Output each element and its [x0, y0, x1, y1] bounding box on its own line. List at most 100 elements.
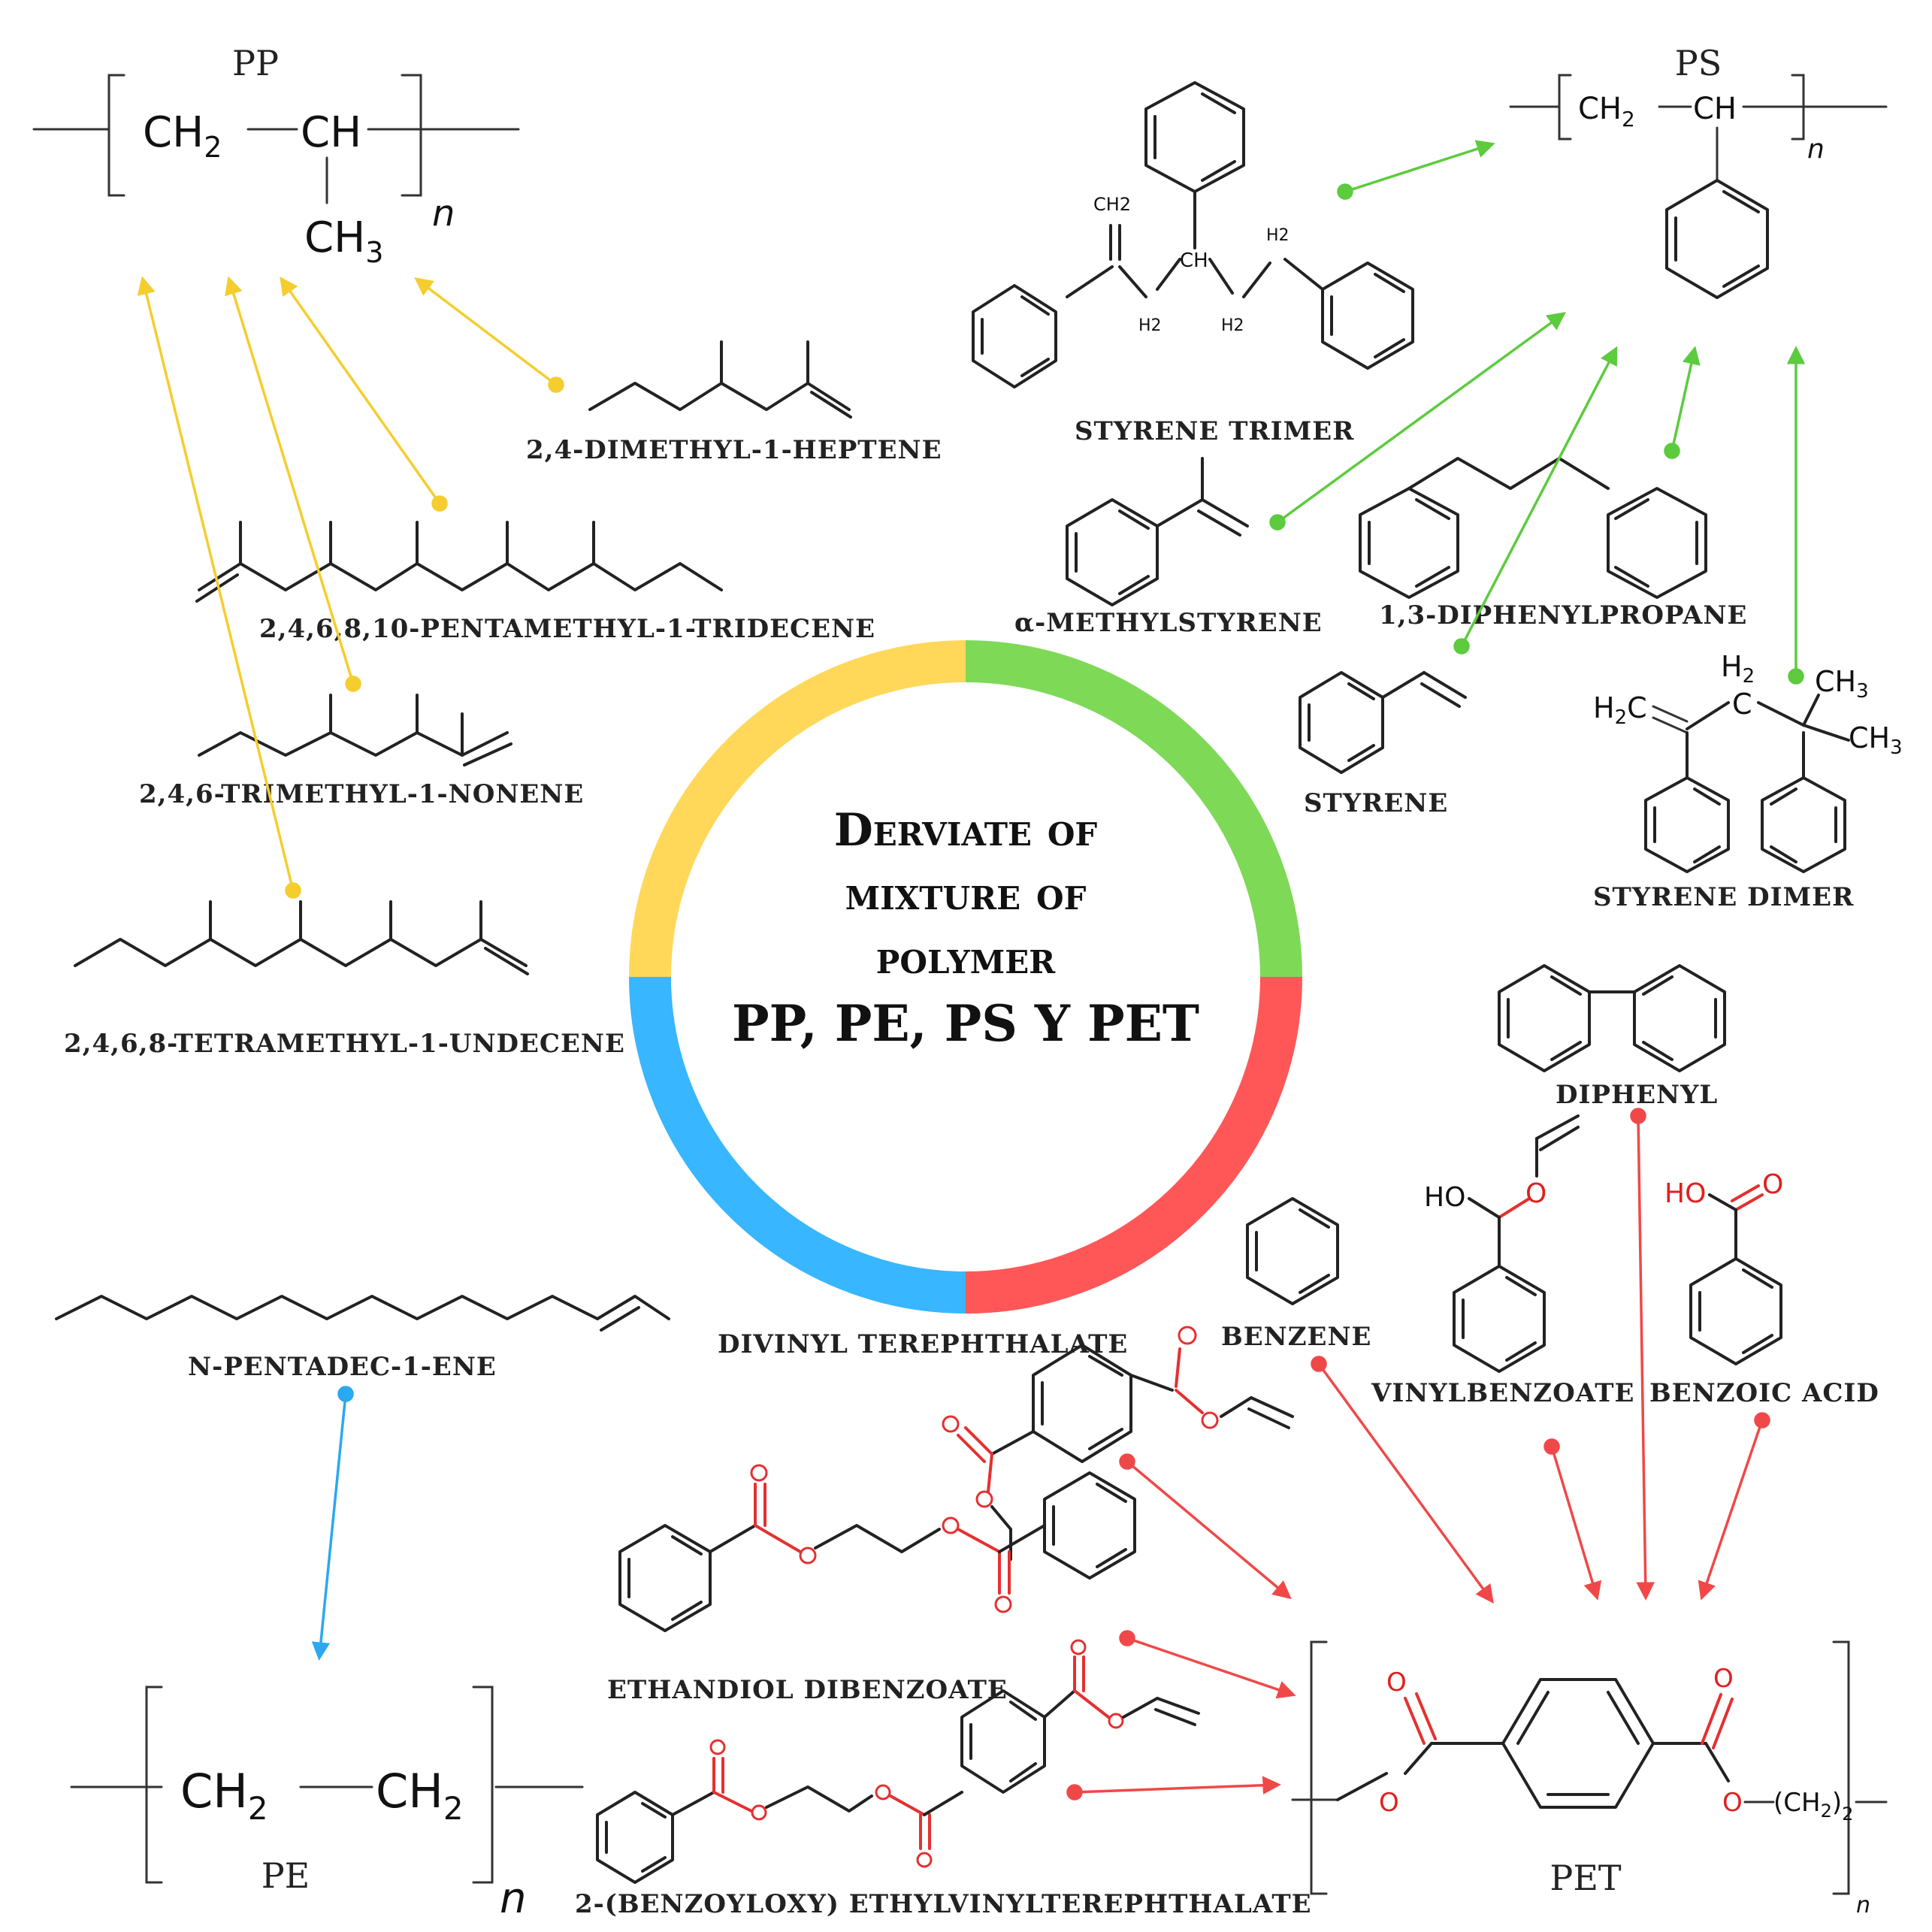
- arrow-styrene-trimer-to-ps: [1344, 140, 1495, 193]
- compound-tetramethylundecene: 2,4,6,8-TETRAMETHYL-1-UNDECENE: [64, 900, 625, 1059]
- label-divinyl-terephthalate: DIVINYL TEREPHTHALATE: [718, 1329, 1128, 1359]
- compound-benzene: BENZENE: [1221, 1197, 1371, 1352]
- compound-pentamethyltridecene: 2,4,6,8,10-PENTAMETHYL-1-TRIDECENE: [195, 521, 875, 644]
- pp-structure: PP CH2 CH CH3 n: [32, 43, 520, 269]
- label-benzoyloxy: 2-(BENZOYLOXY) ETHYLVINYLTEREPHTHALATE: [575, 1889, 1312, 1919]
- label-methylstyrene: α-METHYLSTYRENE: [1014, 608, 1323, 638]
- arrow-styrene-to-ps: [1460, 346, 1618, 647]
- arrow-ethandiol-dibenzoate-to-pet: [1126, 1637, 1296, 1699]
- compound-ethandiol-dibenzoate: ETHANDIOL DIBENZOATE: [607, 1464, 1136, 1705]
- dimer-ch3-b: CH3: [1849, 721, 1903, 759]
- compound-divinyl-terephthalate: DIVINYL TEREPHTHALATE: [718, 1326, 1294, 1561]
- label-trimethylnonene: 2,4,6-TRIMETHYL-1-NONENE: [139, 779, 584, 809]
- label-styrene-dimer: STYRENE DIMER: [1593, 882, 1854, 912]
- compound-pentadecene: N-PENTADEC-1-ENE: [55, 1295, 670, 1382]
- vb-ho: HO: [1424, 1182, 1465, 1213]
- pp-ch: CH: [301, 108, 361, 157]
- center-title-line-2: mixture of: [845, 868, 1087, 921]
- dimer-h2c: H2C: [1593, 691, 1647, 729]
- label-pentadecene: N-PENTADEC-1-ENE: [188, 1352, 497, 1382]
- trimer-h2-c: H2: [1266, 226, 1290, 245]
- ps-n: n: [1807, 134, 1825, 165]
- pp-arrows: [137, 276, 564, 899]
- arrow-pentamethyltridecene-to-pp: [280, 276, 441, 505]
- ring-segment-pet: [965, 976, 1302, 1314]
- pe-label: PE: [262, 1855, 310, 1896]
- compound-benzoic-acid: HO O BENZOIC ACID: [1649, 1169, 1879, 1408]
- label-diphenylpropane: 1,3-DIPHENYLPROPANE: [1379, 600, 1747, 630]
- pp-n: n: [432, 192, 455, 234]
- compound-diphenyl: DIPHENYL: [1498, 964, 1726, 1110]
- center-title: Derviate of mixture of polymer PP, PE, P…: [732, 804, 1199, 1053]
- pet-structure: O O O O (CH2)2 PET n: [1291, 1640, 1888, 1918]
- arrow-benzoic-acid-to-pet: [1698, 1420, 1764, 1601]
- compound-dimethylheptene: 2,4-DIMETHYL-1-HEPTENE: [526, 340, 942, 465]
- trimer-h2-a: H2: [1138, 316, 1162, 335]
- pet-ch2-group: (CH2)2: [1773, 1788, 1853, 1825]
- compound-diphenylpropane: 1,3-DIPHENYLPROPANE: [1359, 457, 1747, 630]
- pe-arrows: [311, 1386, 354, 1661]
- pet-o-left-single: O: [1379, 1788, 1399, 1818]
- compound-styrene-dimer: H2C H2 C CH3 CH3 STYRENE DIMER: [1593, 650, 1903, 912]
- ps-label: PS: [1675, 43, 1722, 83]
- pp-ch3: CH3: [304, 213, 383, 269]
- dimer-ch3-a: CH3: [1815, 665, 1869, 703]
- center-title-line-4: PP, PE, PS Y PET: [732, 994, 1199, 1053]
- label-tetramethylundecene: 2,4,6,8-TETRAMETHYL-1-UNDECENE: [64, 1029, 625, 1059]
- label-ethandiol-dibenzoate: ETHANDIOL DIBENZOATE: [607, 1675, 1008, 1705]
- label-styrene: STYRENE: [1304, 788, 1448, 818]
- ba-ho: HO: [1664, 1178, 1706, 1209]
- pp-ch2: CH2: [143, 108, 222, 164]
- arrow-methylstyrene-to-ps: [1276, 312, 1566, 524]
- pe-structure: CH2 CH2 PE n: [70, 1686, 584, 1923]
- ps-structure: PS CH2 CH n: [1509, 43, 1888, 299]
- label-benzoic-acid: BENZOIC ACID: [1649, 1378, 1879, 1408]
- ps-ch: CH: [1693, 92, 1737, 126]
- pet-o-left-double: O: [1386, 1667, 1407, 1698]
- compound-trimethylnonene: 2,4,6-TRIMETHYL-1-NONENE: [139, 694, 584, 809]
- arrow-tetramethylundecene-to-pp: [137, 276, 295, 891]
- arrow-pentadecene-to-pe: [311, 1393, 347, 1661]
- trimer-ch2: CH2: [1093, 194, 1131, 215]
- vb-o: O: [1525, 1178, 1547, 1209]
- arrow-benzene-to-pet: [1317, 1362, 1494, 1604]
- arrow-trimethylnonene-to-pp: [225, 276, 355, 685]
- pet-o-right-double: O: [1713, 1664, 1734, 1694]
- arrow-benzoyloxy-to-pet: [1074, 1776, 1281, 1794]
- compound-vinylbenzoate: HO O VINYLBENZOATE: [1371, 1114, 1634, 1408]
- pet-o-right-single: O: [1722, 1788, 1743, 1818]
- label-diphenyl: DIPHENYL: [1556, 1080, 1718, 1110]
- ba-o: O: [1762, 1169, 1783, 1200]
- pet-n: n: [1856, 1892, 1870, 1918]
- trimer-h2-b: H2: [1221, 316, 1244, 335]
- compound-methylstyrene: α-METHYLSTYRENE: [1014, 457, 1323, 638]
- arrow-diphenyl-to-pet: [1636, 1115, 1655, 1601]
- label-benzene: BENZENE: [1221, 1322, 1371, 1352]
- ring-segment-ps: [965, 640, 1302, 978]
- pet-arrows: [1066, 1108, 1770, 1800]
- arrow-divinyl-terephthalate-to-pet: [1126, 1460, 1292, 1600]
- label-pentamethyltridecene: 2,4,6,8,10-PENTAMETHYL-1-TRIDECENE: [259, 614, 875, 644]
- arrow-diphenylpropane-to-ps: [1670, 346, 1701, 452]
- pe-ch2-b: CH2: [376, 1764, 464, 1827]
- dimer-c: C: [1732, 688, 1752, 721]
- dimer-h2: H2: [1721, 650, 1755, 688]
- pet-label: PET: [1550, 1858, 1622, 1898]
- ps-ch2: CH2: [1578, 92, 1635, 132]
- pe-ch2-a: CH2: [180, 1764, 268, 1827]
- pe-n: n: [500, 1874, 527, 1923]
- compound-styrene: STYRENE: [1299, 671, 1467, 818]
- trimer-ch: CH: [1180, 249, 1208, 272]
- compound-styrene-trimer: CH H2 CH2 H2 H2 STYRENE TRIMER: [972, 81, 1414, 446]
- center-title-line-1: Derviate of: [834, 804, 1098, 857]
- arrow-dimethylheptene-to-pp: [414, 277, 558, 386]
- ring-segment-pe: [629, 976, 966, 1314]
- ps-arrows: [1269, 140, 1806, 685]
- ring-segment-pp: [629, 640, 966, 978]
- center-ring: [629, 640, 1302, 1314]
- compound-benzoyloxy-ethylvinylterephthalate: 2-(BENZOYLOXY) ETHYLVINYLTEREPHTHALATE: [575, 1639, 1312, 1919]
- center-title-line-3: polymer: [876, 932, 1056, 984]
- arrow-vinylbenzoate-to-pet: [1550, 1446, 1602, 1601]
- label-vinylbenzoate: VINYLBENZOATE: [1371, 1378, 1634, 1408]
